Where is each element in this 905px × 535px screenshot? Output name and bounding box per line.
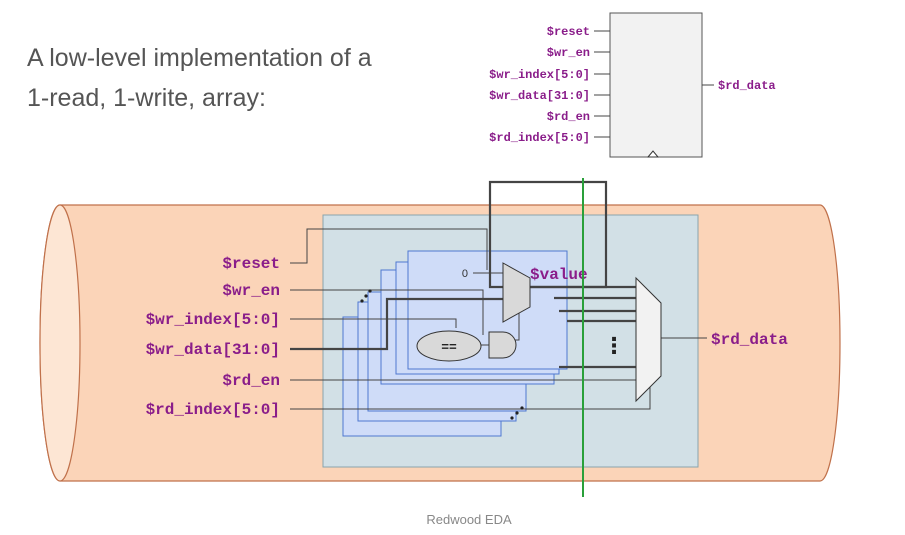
index-comparator [416,330,482,362]
input-rd-index: $rd_index[5:0] [146,401,280,419]
read-mux [635,276,662,403]
write-mux [502,262,531,323]
block-input-wr-index: $wr_index[5:0] [489,68,590,82]
mux-zero-input: 0 [462,268,468,280]
block-input-rd-en: $rd_en [547,110,590,124]
input-wr-data: $wr_data[31:0] [146,341,280,359]
block-output-rd-data: $rd_data [718,79,776,93]
input-wr-index: $wr_index[5:0] [146,311,280,329]
block-input-wr-data: $wr_data[31:0] [489,89,590,103]
value-label: $value [530,266,588,284]
input-reset: $reset [222,255,280,273]
block-input-rd-index: $rd_index[5:0] [489,131,590,145]
and-gate [488,331,517,359]
block-symbol-box [609,12,703,158]
cylinder-end [39,204,81,482]
comparator-label: == [441,340,457,355]
input-wr-en: $wr_en [222,282,280,300]
block-input-reset: $reset [547,25,590,39]
ellipsis-dots [360,289,524,420]
output-rd-data: $rd_data [711,331,788,349]
mux-input-ellipsis: ⋮ [603,334,625,359]
data-buses [290,180,636,369]
block-symbol: $reset $wr_en $wr_index[5:0] $wr_data[31… [489,12,776,158]
block-input-wr-en: $wr_en [547,46,590,60]
input-rd-en: $rd_en [222,372,280,390]
slide-title: A low-level implementation of a 1-read, … [27,44,372,112]
slide-footer: Redwood EDA [426,512,512,527]
clock-triangle [646,150,660,158]
